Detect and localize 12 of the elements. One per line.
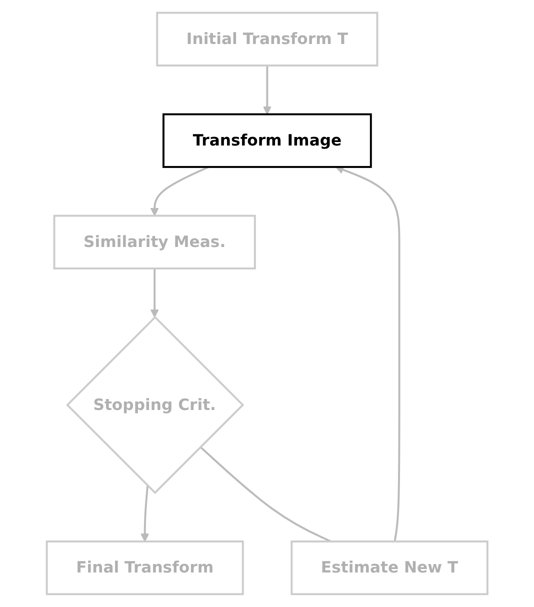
node-box: Similarity Meas.	[53, 214, 256, 270]
arrow	[335, 166, 400, 542]
node-box: Final Transform	[46, 540, 244, 596]
node-diamond: Stopping Crit.	[66, 316, 244, 494]
arrow	[262, 66, 272, 115]
arrow	[150, 166, 209, 216]
arrow	[150, 268, 159, 318]
arrow	[140, 486, 149, 542]
connector	[200, 446, 332, 542]
node-box: Initial Transform T	[156, 12, 378, 66]
node-box: Estimate New T	[290, 540, 488, 596]
node-box: Transform Image	[162, 113, 372, 168]
